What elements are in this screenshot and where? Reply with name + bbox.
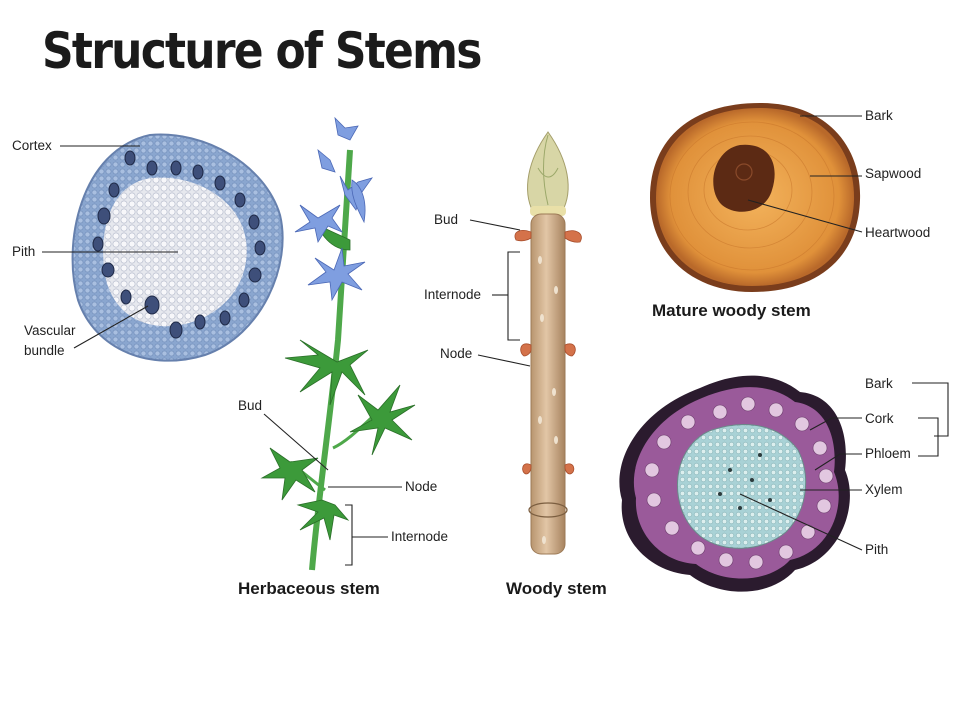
bud-scale-scar bbox=[530, 206, 566, 216]
vascular-rays bbox=[644, 396, 834, 570]
mature-woody-stem: Bark Sapwood Heartwood Mature woody stem bbox=[650, 103, 930, 320]
label-cortex: Cortex bbox=[12, 138, 52, 153]
label-cs-cork: Cork bbox=[865, 411, 894, 426]
xylem-region bbox=[677, 424, 807, 549]
label-bud: Bud bbox=[238, 398, 262, 413]
label-woody-node: Node bbox=[440, 346, 472, 361]
vascular-bundles bbox=[92, 150, 266, 339]
lateral-buds bbox=[514, 230, 582, 475]
label-heartwood: Heartwood bbox=[865, 225, 930, 240]
label-cs-xylem: Xylem bbox=[865, 482, 903, 497]
label-bundle: bundle bbox=[24, 343, 65, 358]
caption-mature: Mature woody stem bbox=[652, 301, 811, 320]
label-woody-bud: Bud bbox=[434, 212, 458, 227]
label-cs-phloem: Phloem bbox=[865, 446, 911, 461]
label-woody-internode: Internode bbox=[424, 287, 481, 302]
woody-cross-section: Bark Cork Phloem Xylem Pith bbox=[619, 375, 949, 592]
label-cs-bark: Bark bbox=[865, 376, 893, 391]
page-title: Structure of Stems bbox=[42, 22, 482, 80]
herbaceous-plant: Bud Node Internode Herbaceous stem bbox=[238, 116, 448, 598]
flowers bbox=[294, 116, 373, 302]
bud-scale-ring bbox=[528, 502, 568, 518]
label-cs-pith: Pith bbox=[865, 542, 888, 557]
terminal-bud bbox=[527, 131, 569, 213]
label-node: Node bbox=[405, 479, 437, 494]
label-mature-bark: Bark bbox=[865, 108, 893, 123]
leaves bbox=[260, 224, 416, 541]
label-internode: Internode bbox=[391, 529, 448, 544]
herbaceous-cross-section: Cortex Pith Vascular bundle bbox=[12, 133, 284, 362]
label-pith: Pith bbox=[12, 244, 35, 259]
label-vascular: Vascular bbox=[24, 323, 76, 338]
label-sapwood: Sapwood bbox=[865, 166, 921, 181]
lenticels bbox=[538, 256, 558, 544]
xylem-vessels bbox=[718, 453, 772, 510]
caption-herbaceous: Herbaceous stem bbox=[238, 579, 380, 598]
woody-stem-body bbox=[530, 213, 566, 555]
caption-woody: Woody stem bbox=[506, 579, 607, 598]
heartwood bbox=[713, 144, 775, 212]
woody-stem: Bud Internode Node Woody stem bbox=[424, 131, 607, 598]
